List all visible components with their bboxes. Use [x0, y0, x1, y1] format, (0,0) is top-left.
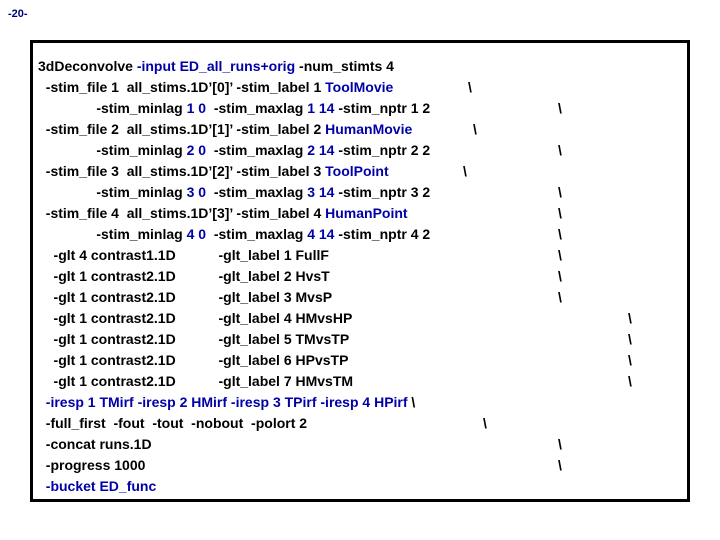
line-continuation-backslash: \: [558, 268, 562, 284]
code-segment: -progress 1000: [38, 457, 146, 473]
line-continuation-backslash: \: [628, 310, 632, 326]
code-line: -glt 1 contrast2.1D -glt_label 4 HMvsHP \: [38, 308, 687, 329]
code-line: -stim_file 3 all_stims.1D’[2]’ -stim_lab…: [38, 161, 687, 182]
code-line: -stim_minlag 3 0 -stim_maxlag 3 14 -stim…: [38, 182, 687, 203]
code-segment: -stim_file 2 all_stims.1D’[1]’ -stim_lab…: [38, 121, 326, 137]
code-line: -stim_minlag 4 0 -stim_maxlag 4 14 -stim…: [38, 224, 687, 245]
code-line: -concat runs.1D \: [38, 434, 687, 455]
code-segment: -stim_maxlag: [206, 142, 308, 158]
code-segment-highlight: 3 0: [186, 184, 207, 200]
code-segment: -stim_nptr 3 2: [334, 184, 431, 200]
code-segment: 3dDeconvolve: [38, 58, 137, 74]
line-continuation-backslash: \: [628, 331, 632, 347]
code-segment: -stim_minlag: [38, 184, 187, 200]
code-line: 3dDeconvolve -input ED_all_runs+orig -nu…: [38, 56, 687, 77]
code-segment: -glt 1 contrast2.1D -glt_label 5 TMvsTP: [38, 331, 350, 347]
code-segment: -glt 1 contrast2.1D -glt_label 6 HPvsTP: [38, 352, 349, 368]
code-segment: -stim_maxlag: [206, 184, 308, 200]
code-segment: -glt 1 contrast2.1D -glt_label 4 HMvsHP: [38, 310, 353, 326]
code-segment-highlight: -iresp 1 TMirf -iresp 2 HMirf -iresp 3 T…: [45, 394, 408, 410]
code-segment: [38, 394, 46, 410]
code-segment: -concat runs.1D: [38, 436, 152, 452]
code-segment: -glt 1 contrast2.1D -glt_label 7 HMvsTM: [38, 373, 354, 389]
code-segment-highlight: 1 14: [307, 100, 335, 116]
line-continuation-backslash: \: [463, 163, 467, 179]
code-segment-highlight: HumanMovie: [325, 121, 413, 137]
code-segment-highlight: 2 14: [307, 142, 335, 158]
line-continuation-backslash: \: [558, 100, 562, 116]
command-box: 3dDeconvolve -input ED_all_runs+orig -nu…: [30, 40, 690, 502]
line-continuation-backslash: \: [473, 121, 477, 137]
line-continuation-backslash: \: [628, 373, 632, 389]
code-line: -progress 1000 \: [38, 455, 687, 476]
code-segment: -stim_minlag: [38, 142, 187, 158]
code-segment: -glt 1 contrast2.1D -glt_label 2 HvsT: [38, 268, 330, 284]
code-line: -iresp 1 TMirf -iresp 2 HMirf -iresp 3 T…: [38, 392, 687, 413]
code-line: -stim_file 4 all_stims.1D’[3]’ -stim_lab…: [38, 203, 687, 224]
code-line: -stim_minlag 2 0 -stim_maxlag 2 14 -stim…: [38, 140, 687, 161]
code-segment-highlight: 1 0: [186, 100, 207, 116]
code-segment-highlight: 2 0: [186, 142, 207, 158]
code-line: -glt 1 contrast2.1D -glt_label 5 TMvsTP \: [38, 329, 687, 350]
code-line: -glt 1 contrast2.1D -glt_label 7 HMvsTM \: [38, 371, 687, 392]
code-line: -glt 4 contrast1.1D -glt_label 1 FullF \: [38, 245, 687, 266]
code-line: -stim_minlag 1 0 -stim_maxlag 1 14 -stim…: [38, 98, 687, 119]
line-continuation-backslash: \: [483, 415, 487, 431]
line-continuation-backslash: \: [558, 142, 562, 158]
code-segment-highlight: 4 0: [186, 226, 207, 242]
code-segment: -stim_minlag: [38, 100, 187, 116]
code-line: -glt 1 contrast2.1D -glt_label 3 MvsP \: [38, 287, 687, 308]
line-continuation-backslash: \: [558, 436, 562, 452]
line-continuation-backslash: \: [628, 352, 632, 368]
code-segment: \: [407, 394, 416, 410]
code-segment: -full_first -fout -tout -nobout -polort …: [38, 415, 308, 431]
code-segment-highlight: 4 14: [307, 226, 335, 242]
code-segment-highlight: 3 14: [307, 184, 335, 200]
code-segment: -stim_nptr 4 2: [334, 226, 431, 242]
line-continuation-backslash: \: [558, 226, 562, 242]
code-line: -glt 1 contrast2.1D -glt_label 2 HvsT \: [38, 266, 687, 287]
code-segment: [38, 478, 46, 494]
code-segment: -glt 4 contrast1.1D -glt_label 1 FullF: [38, 247, 329, 263]
code-segment: -stim_file 1 all_stims.1D’[0]’ -stim_lab…: [38, 79, 326, 95]
code-line: -stim_file 2 all_stims.1D’[1]’ -stim_lab…: [38, 119, 687, 140]
line-continuation-backslash: \: [558, 289, 562, 305]
code-segment: -num_stimts 4: [295, 58, 394, 74]
code-lines: 3dDeconvolve -input ED_all_runs+orig -nu…: [33, 43, 687, 497]
line-continuation-backslash: \: [558, 247, 562, 263]
code-segment: -stim_maxlag: [206, 100, 308, 116]
code-segment: -stim_file 3 all_stims.1D’[2]’ -stim_lab…: [38, 163, 326, 179]
code-line: -full_first -fout -tout -nobout -polort …: [38, 413, 687, 434]
code-segment: -stim_nptr 1 2: [334, 100, 431, 116]
code-line: -stim_file 1 all_stims.1D’[0]’ -stim_lab…: [38, 77, 687, 98]
page-number: -20-: [8, 8, 28, 20]
code-line: -bucket ED_func: [38, 476, 687, 497]
code-segment-highlight: ToolMovie: [325, 79, 394, 95]
line-continuation-backslash: \: [558, 184, 562, 200]
code-segment-highlight: -input ED_all_runs+orig: [136, 58, 296, 74]
code-line: -glt 1 contrast2.1D -glt_label 6 HPvsTP \: [38, 350, 687, 371]
line-continuation-backslash: \: [468, 79, 472, 95]
code-segment-highlight: HumanPoint: [325, 205, 408, 221]
line-continuation-backslash: \: [558, 205, 562, 221]
code-segment-highlight: ToolPoint: [325, 163, 389, 179]
code-segment-highlight: -bucket ED_func: [45, 478, 157, 494]
code-segment: -stim_nptr 2 2: [334, 142, 431, 158]
code-segment: -stim_file 4 all_stims.1D’[3]’ -stim_lab…: [38, 205, 326, 221]
code-segment: -stim_maxlag: [206, 226, 308, 242]
code-segment: -stim_minlag: [38, 226, 187, 242]
code-segment: -glt 1 contrast2.1D -glt_label 3 MvsP: [38, 289, 333, 305]
line-continuation-backslash: \: [558, 457, 562, 473]
